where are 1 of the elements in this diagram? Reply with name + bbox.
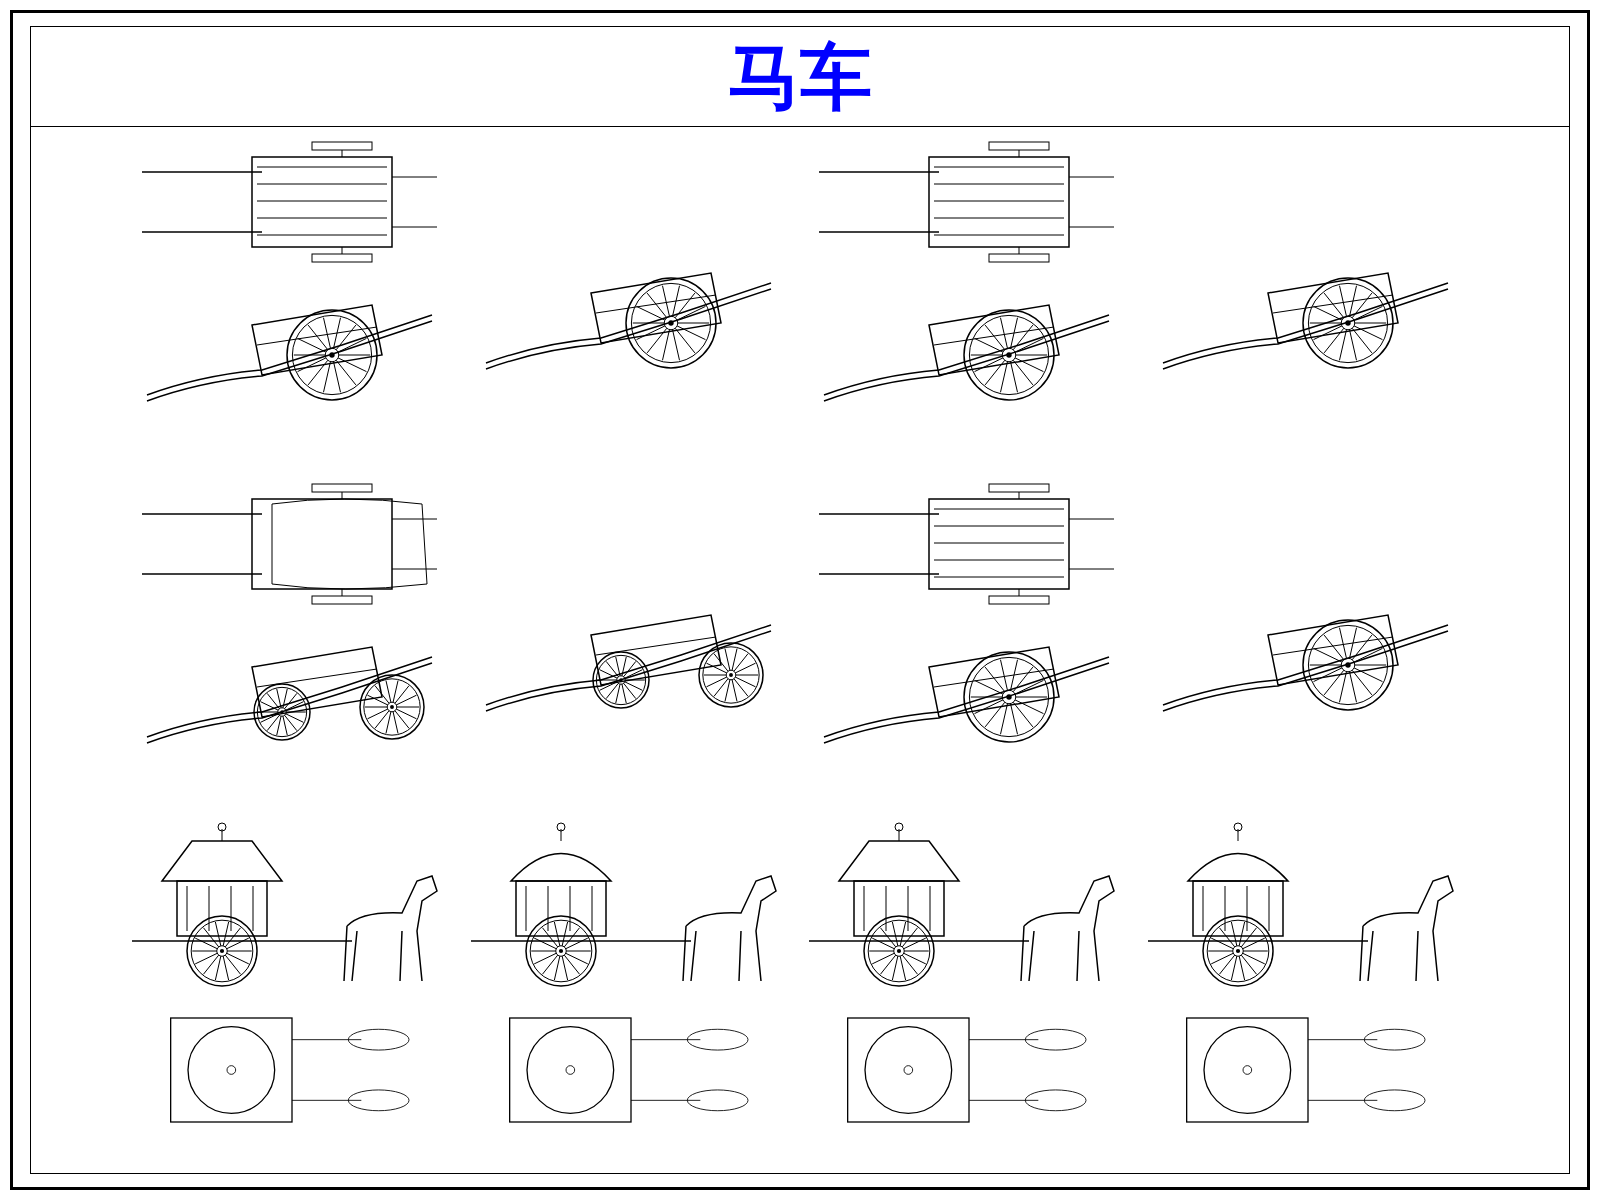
title: 马车: [728, 40, 872, 113]
